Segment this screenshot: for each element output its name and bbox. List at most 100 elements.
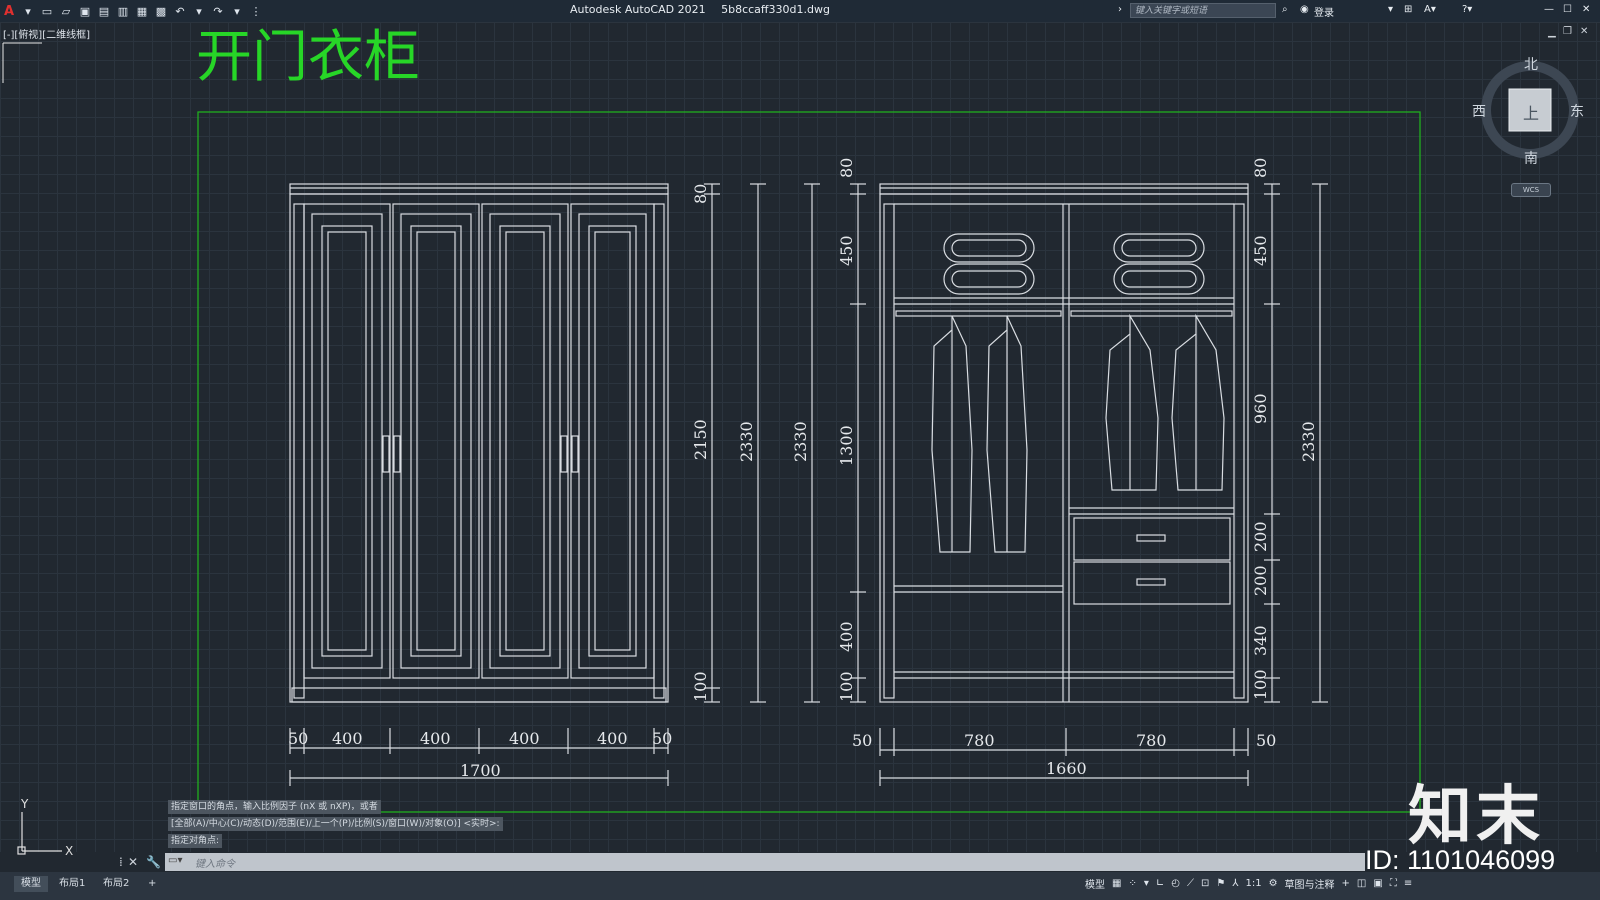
save-icon[interactable]: ▣ xyxy=(79,4,91,18)
drawing-canvas[interactable] xyxy=(0,22,1600,852)
maximize-icon[interactable]: ☐ xyxy=(1563,4,1572,15)
fullscreen-icon[interactable]: ⛶ xyxy=(1389,878,1397,889)
dim-left-total-width: 1700 xyxy=(460,761,501,780)
viewport-close-icon[interactable]: ✕ xyxy=(1580,26,1589,37)
search-icon[interactable]: ⌕ xyxy=(1282,4,1288,15)
minimize-icon[interactable]: — xyxy=(1544,4,1554,15)
autocad-logo-icon[interactable]: A xyxy=(3,3,15,19)
add-layout-icon[interactable]: + xyxy=(148,878,157,889)
right-wardrobe-interior xyxy=(804,183,1328,786)
grid-icon[interactable]: ▦ xyxy=(1112,878,1122,889)
command-line[interactable]: ▭▾ 键入命令 xyxy=(165,853,1365,871)
dim-left-h-2: 100 xyxy=(691,671,710,702)
publish-icon[interactable]: ▦ xyxy=(136,4,148,18)
dim-left-w-5: 50 xyxy=(652,729,672,748)
redo-icon[interactable]: ↷ xyxy=(213,4,223,18)
drawing-title: 开门衣柜 xyxy=(196,25,420,90)
brand-watermark: 知末 xyxy=(1408,780,1544,854)
wcs-menu[interactable]: WCS xyxy=(1511,183,1551,197)
annotation-visibility-icon[interactable]: ⚑ xyxy=(1216,878,1226,889)
dim-right-lh-0: 80 xyxy=(837,158,856,178)
customize-toolbar-icon[interactable]: ⋮ xyxy=(250,4,262,18)
viewcube-top-face-label[interactable]: 上 xyxy=(1523,104,1540,123)
status-bar: 模型 布局1 布局2 + 模型 ▦ ⁘ ▾ ∟ ◴ ⟋ ⊡ ⚑ ⅄ 1:1 ⚙ … xyxy=(0,872,1600,900)
command-history: 指定窗口的角点，输入比例因子 (nX 或 nXP)，或者 [全部(A)/中心(C… xyxy=(168,800,503,851)
close-icon[interactable]: ✕ xyxy=(1582,4,1591,15)
app-menu-chevron-icon[interactable]: ▾ xyxy=(25,4,31,18)
viewcube-west[interactable]: 西 xyxy=(1472,104,1486,120)
command-customize-icon[interactable]: 🔧 xyxy=(146,855,161,869)
viewcube-north[interactable]: 北 xyxy=(1524,57,1538,73)
viewcube-compass-ring xyxy=(1481,61,1579,159)
redo-dropdown-icon[interactable]: ▾ xyxy=(234,4,240,18)
left-door-panels xyxy=(303,203,655,679)
watermark-id: ID: 1101046099 xyxy=(1365,845,1556,875)
snap-icon[interactable]: ⁘ xyxy=(1128,878,1137,889)
dim-left-w-4: 400 xyxy=(597,729,628,748)
dim-right-w-2: 780 xyxy=(1136,731,1167,750)
ucs-y-label: Y xyxy=(20,797,29,811)
open-folder-icon[interactable]: ▱ xyxy=(61,4,71,18)
isolate-icon[interactable]: ◫ xyxy=(1356,878,1367,889)
help-icon[interactable]: ?▾ xyxy=(1462,4,1473,15)
dim-right-w-0: 50 xyxy=(852,731,872,750)
dim-right-rh-5: 340 xyxy=(1251,625,1270,656)
osnap-icon[interactable]: ⊡ xyxy=(1201,878,1210,889)
plot-icon[interactable]: ▩ xyxy=(155,4,167,18)
dim-right-rh-2: 960 xyxy=(1251,393,1270,424)
undo-icon[interactable]: ↶ xyxy=(175,4,185,18)
command-history-line: [全部(A)/中心(C)/动态(D)/范围(E)/上一个(P)/比例(S)/窗口… xyxy=(168,817,503,831)
polar-icon[interactable]: ◴ xyxy=(1171,878,1180,889)
folded-clothes-right xyxy=(1113,233,1205,295)
autodesk-app-icon[interactable]: A▾ xyxy=(1424,4,1436,15)
workspace-button[interactable]: 草图与注释 xyxy=(1284,880,1335,891)
search-input[interactable]: 键入关键字或短语 xyxy=(1130,3,1276,18)
folded-clothes-left xyxy=(943,233,1035,295)
annotation-scale-icon[interactable]: ⅄ xyxy=(1232,878,1239,889)
command-recent-icon[interactable]: ▭▾ xyxy=(168,855,183,866)
dim-right-rh-4: 200 xyxy=(1251,565,1270,596)
hardware-icon[interactable]: ▣ xyxy=(1373,878,1383,889)
dim-left-w-1: 400 xyxy=(332,729,363,748)
viewport-controls-label[interactable]: [-][俯视][二维线框] xyxy=(3,30,91,41)
window-title: Autodesk AutoCAD 2021 5b8ccaff330d1.dwg xyxy=(570,3,842,16)
open-sheet-icon[interactable]: ▥ xyxy=(117,4,129,18)
ortho-icon[interactable]: ∟ xyxy=(1155,878,1165,889)
ucs-icon xyxy=(17,812,62,855)
tab-model[interactable]: 模型 xyxy=(14,876,48,892)
title-bar: A ▾ ▭ ▱ ▣ ▤ ▥ ▦ ▩ ↶ ▾ ↷ ▾ ⋮ Autodesk Aut… xyxy=(0,0,1600,22)
isodraft-icon[interactable]: ⟋ xyxy=(1187,878,1194,889)
dim-right-lh-1: 450 xyxy=(837,235,856,266)
viewcube-east[interactable]: 东 xyxy=(1570,104,1584,120)
dim-left-w-3: 400 xyxy=(509,729,540,748)
login-dropdown-icon[interactable]: ▾ xyxy=(1388,4,1394,15)
save-as-icon[interactable]: ▤ xyxy=(98,4,110,18)
dim-right-lh-4: 100 xyxy=(837,671,856,702)
new-file-icon[interactable]: ▭ xyxy=(41,4,53,18)
command-close-icon[interactable]: ✕ xyxy=(128,855,139,869)
command-grip-icon[interactable]: ⁞ xyxy=(119,855,123,869)
search-expand-icon[interactable]: › xyxy=(1118,4,1122,15)
viewcube[interactable]: 北 南 东 西 上 xyxy=(1472,57,1584,168)
settings-icon[interactable]: ⚙ xyxy=(1268,878,1278,889)
customize-status-icon[interactable]: ≡ xyxy=(1403,878,1413,889)
undo-dropdown-icon[interactable]: ▾ xyxy=(196,4,202,18)
viewport-minimize-icon[interactable]: ▁ xyxy=(1548,27,1556,38)
scale-button[interactable]: 1:1 xyxy=(1245,878,1262,889)
viewport-restore-icon[interactable]: ❐ xyxy=(1563,26,1572,37)
command-history-line: 指定对角点: xyxy=(168,834,223,848)
tab-layout2[interactable]: 布局2 xyxy=(103,878,130,889)
add-icon[interactable]: + xyxy=(1341,878,1350,889)
cart-icon[interactable]: ⊞ xyxy=(1404,4,1413,15)
viewcube-south[interactable]: 南 xyxy=(1524,151,1538,167)
tab-layout1[interactable]: 布局1 xyxy=(59,878,86,889)
model-space-button[interactable]: 模型 xyxy=(1085,880,1105,891)
command-input[interactable]: 键入命令 xyxy=(195,859,235,870)
snap-dropdown-icon[interactable]: ▾ xyxy=(1143,878,1149,889)
viewcube-face xyxy=(1508,88,1552,132)
ucs-x-label: X xyxy=(65,844,73,858)
dim-right-left-total: 2330 xyxy=(791,421,810,462)
dim-left-h-1: 2150 xyxy=(691,419,710,460)
login-button[interactable]: 登录 xyxy=(1314,8,1334,19)
